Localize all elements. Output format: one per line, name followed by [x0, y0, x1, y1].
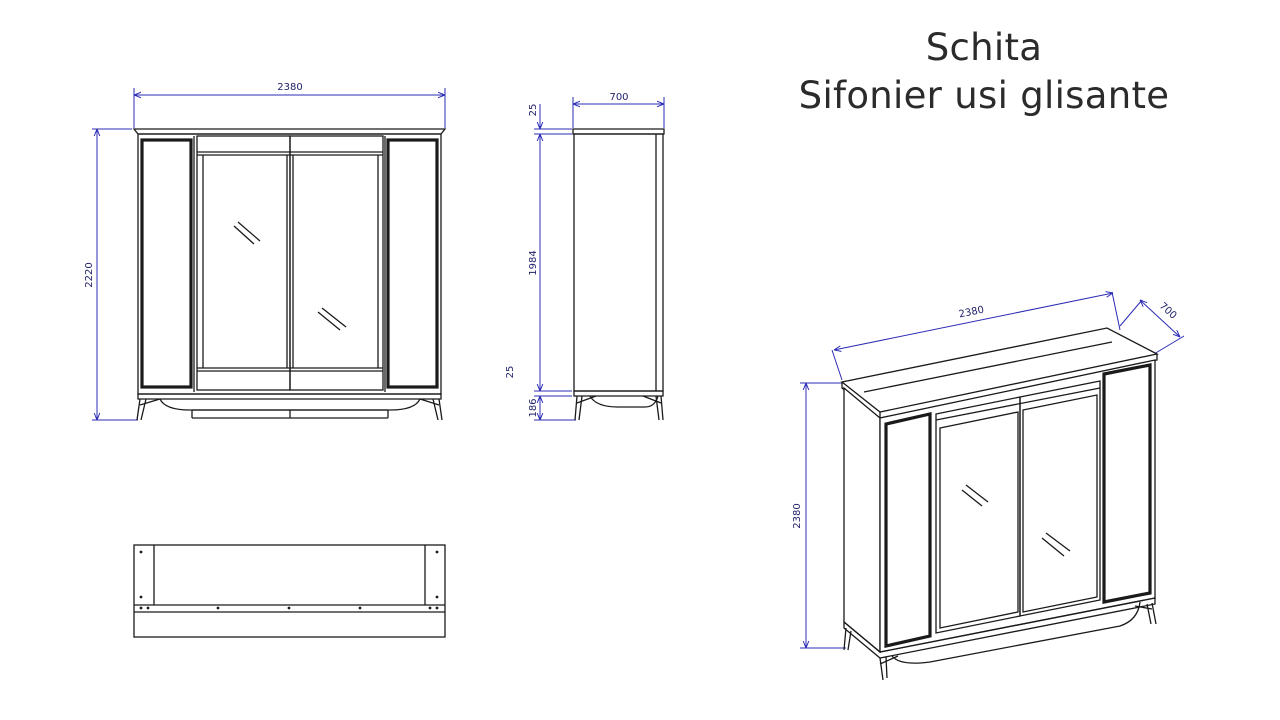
side-depth-dimension: 700	[572, 92, 665, 128]
iso-height-dimension: 2380	[792, 382, 846, 649]
isometric-view: 2380 700 2380	[792, 292, 1185, 681]
top-view	[133, 544, 446, 638]
iso-door-right	[1019, 380, 1101, 617]
title-line-2: Sifonier usi glisante	[798, 74, 1170, 117]
side-top-slab	[572, 128, 665, 135]
top-view-outline	[133, 544, 446, 638]
title-line-1: Schita	[925, 26, 1043, 69]
front-top-slab	[132, 128, 447, 135]
iso-leg-back-left	[843, 627, 852, 651]
front-height-label: 2220	[84, 262, 95, 287]
mirror-glint-left	[233, 221, 261, 245]
iso-right-side-panel	[1102, 363, 1152, 604]
iso-base	[843, 597, 1156, 659]
sliding-door-right	[289, 135, 384, 391]
left-side-panel	[140, 138, 193, 389]
title-block: Schita Sifonier usi glisante	[700, 24, 1268, 120]
side-base-label: 25	[505, 366, 516, 379]
side-leg-right	[642, 395, 664, 421]
front-leg-left	[136, 398, 161, 421]
iso-height-label: 2380	[792, 503, 803, 528]
side-legs-label: 186	[528, 398, 539, 417]
front-height-dimension: 2220	[84, 128, 138, 421]
side-height-dimensions: 25 1984 25 186	[505, 104, 576, 421]
side-top-label: 25	[528, 104, 539, 117]
side-carcass	[573, 133, 664, 392]
front-leg-right	[419, 398, 443, 421]
iso-carcass-side	[843, 386, 881, 654]
sliding-door-left	[196, 135, 291, 391]
right-side-panel	[386, 138, 439, 389]
side-body-label: 1984	[528, 250, 539, 275]
iso-leg-front-left	[879, 655, 899, 681]
iso-leg-right	[1134, 602, 1157, 625]
iso-left-side-panel	[884, 411, 932, 649]
side-leg-left	[574, 395, 597, 421]
mirror-glint-right	[317, 307, 347, 331]
front-base	[137, 393, 442, 400]
front-view: 2380 2220	[84, 82, 447, 421]
side-view: 700 25 1984 25 186	[505, 92, 665, 421]
iso-mirror-glint-right	[1041, 532, 1071, 557]
iso-mirror-glint-left	[961, 484, 989, 507]
side-depth-label: 700	[609, 92, 628, 103]
iso-width-dimension: 2380	[831, 292, 1121, 381]
iso-width-label: 2380	[958, 305, 985, 321]
front-width-dimension: 2380	[133, 82, 446, 128]
side-base	[573, 390, 664, 397]
front-width-label: 2380	[277, 82, 302, 93]
